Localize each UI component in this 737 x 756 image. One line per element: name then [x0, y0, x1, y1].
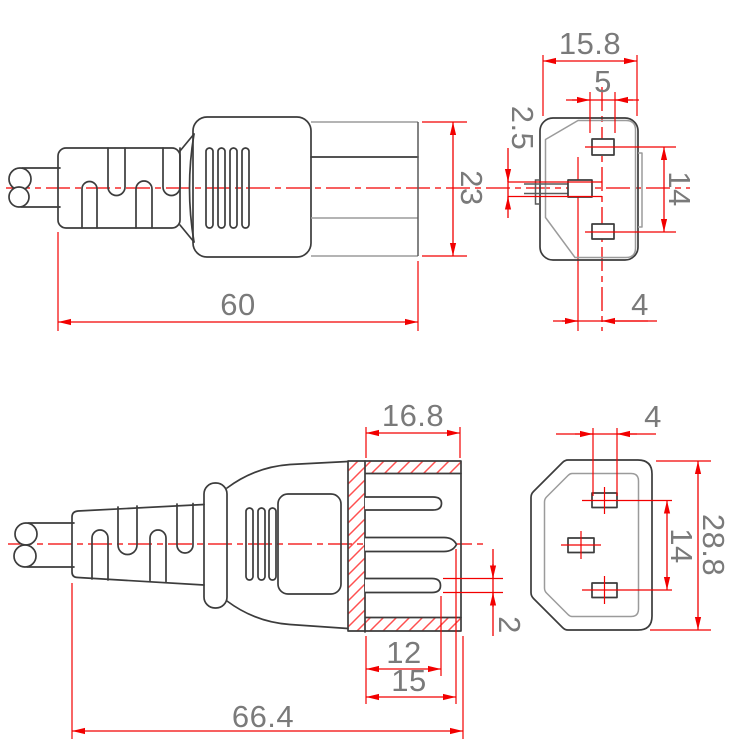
- strain-relief-2: [71, 503, 205, 586]
- dim-label-4-top: 4: [631, 287, 649, 322]
- shroud-bottom-wall-hatch: [365, 617, 461, 632]
- pin-earth: [365, 536, 458, 553]
- cable2-jacket-lines: [26, 522, 75, 568]
- plug-body-top: [226, 460, 349, 489]
- dim-label-15: 15: [391, 663, 426, 698]
- dim-label-5: 5: [594, 64, 612, 99]
- dimensions: 60 23 15.8 5 2.5 14: [57, 26, 731, 739]
- dim-bottom-face-pin-width: 4: [556, 399, 662, 496]
- right-latch-notch: [638, 152, 643, 228]
- dim-label-14-bottom: 14: [664, 528, 699, 563]
- cable-core-bottom: [8, 186, 30, 208]
- dim-bottom-face-height: 28.8: [650, 460, 731, 631]
- dim-label-23: 23: [454, 170, 489, 205]
- earth-slot-lines: [524, 183, 568, 195]
- dim-label-4-bottom: 4: [644, 399, 662, 434]
- dim-label-60: 60: [220, 287, 255, 322]
- earth-hole-edge-lines: [508, 181, 602, 198]
- dim-top-face-earth-hole-height: 2.5: [504, 106, 540, 218]
- plug-face-view: [530, 459, 672, 631]
- mating-end: [310, 121, 419, 257]
- dim-label-2-5: 2.5: [505, 106, 540, 151]
- dim-label-28-8: 28.8: [696, 514, 731, 576]
- collar-flange: [203, 482, 228, 609]
- plug-body-bottom: [226, 600, 349, 630]
- dim-top-face-earth-offset: 4: [553, 287, 657, 325]
- contact-holes: [567, 138, 615, 240]
- pin-top: [365, 496, 443, 511]
- cable-jacket-lines: [20, 167, 61, 208]
- shroud-back-wall-hatch: [348, 461, 365, 631]
- plug-face-inner: [543, 472, 640, 618]
- grip-ribs: [205, 147, 250, 229]
- dim-label-14-top: 14: [662, 171, 697, 206]
- dim-bottom-face-pin-span: 14: [663, 500, 699, 590]
- dim-bottom-side-shroud-depth: 16.8: [365, 398, 461, 458]
- body-recess-panel: [277, 493, 342, 595]
- face-recess-outline: [544, 119, 637, 259]
- shroud-outer-outline: [347, 460, 462, 632]
- plug-face-pin-crosshairs: [561, 487, 672, 604]
- dim-label-15-8: 15.8: [559, 26, 621, 61]
- cable-end-2: [13, 522, 75, 568]
- dim-top-side-length: 60: [57, 232, 419, 331]
- shroud-top-wall-hatch: [365, 461, 461, 474]
- face-pin-centerlines: [508, 146, 676, 233]
- shroud-section: [347, 460, 462, 633]
- dim-top-face-hole-span: 14: [660, 147, 697, 232]
- dim-label-2: 2: [492, 616, 527, 634]
- dim-top-face-width: 15.8: [542, 26, 638, 116]
- left-latch-notch: [534, 179, 540, 205]
- dim-label-12: 12: [386, 635, 421, 670]
- dim-top-side-height: 23: [422, 121, 489, 257]
- dim-label-66-4: 66.4: [232, 699, 294, 734]
- main-body: [192, 116, 312, 258]
- plug-pins: [365, 496, 458, 594]
- dim-top-face-hole-width: 5: [566, 64, 639, 133]
- dim-bottom-side-pin-length: 12: [365, 596, 442, 704]
- cable2-core-bottom: [13, 544, 37, 568]
- strain-relief-slots: [81, 147, 181, 229]
- grip-ribs-2: [245, 507, 277, 581]
- connector-face-view: [508, 117, 676, 261]
- connector-side-view: [8, 116, 419, 258]
- face-outer-shell: [539, 117, 639, 261]
- plug-face-outer: [530, 459, 653, 631]
- cable-end: [8, 167, 61, 208]
- strain-relief-2-slots: [91, 502, 194, 583]
- dim-label-16-8: 16.8: [382, 398, 444, 433]
- pin-bottom: [365, 577, 442, 594]
- dim-bottom-side-length: 66.4: [71, 583, 464, 739]
- taper-lines: [179, 133, 195, 243]
- dim-bottom-side-earth-pin-length: 15: [366, 549, 457, 704]
- cable2-core-top: [14, 522, 38, 546]
- plug-side-view: [13, 460, 462, 633]
- dim-bottom-side-pin-thickness: 2: [443, 549, 527, 636]
